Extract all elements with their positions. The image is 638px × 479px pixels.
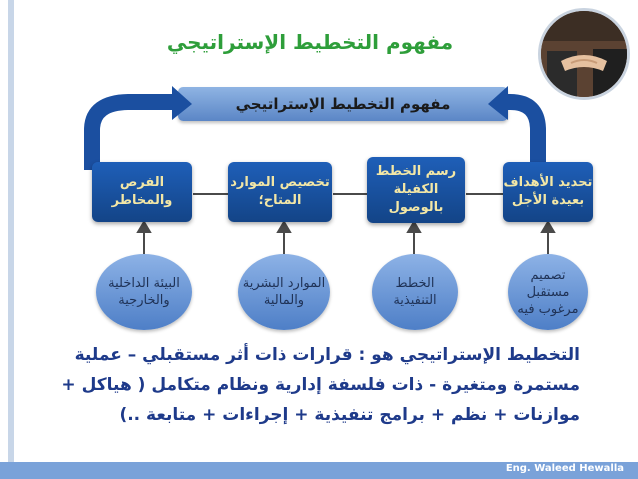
- oval-label: تصميم مستقبل مرغوب فيه: [517, 267, 579, 317]
- box-long-term-goals: تحديد الأهداف بعيدة الأجل: [503, 162, 593, 222]
- up-arrow-head: [540, 220, 556, 233]
- box-plans: رسم الخطط الكفيلة بالوصول: [367, 157, 465, 223]
- handshake-icon: [541, 11, 627, 97]
- up-arrow-head: [136, 220, 152, 233]
- oval-executive-plans: الخطط التنفيذية: [372, 254, 458, 330]
- left-decorative-bar: [8, 0, 14, 479]
- oval-future-design: تصميم مستقبل مرغوب فيه: [508, 254, 588, 330]
- up-arrow-head: [406, 220, 422, 233]
- definition-line: مستمرة ومتغيرة - ذات فلسفة إدارية ونظام …: [61, 375, 580, 395]
- up-arrow-head: [276, 220, 292, 233]
- oval-label: الموارد البشرية والمالية: [242, 276, 326, 308]
- box-opportunities-risks: الفرص والمخاطر: [92, 162, 192, 222]
- handshake-photo: [538, 8, 630, 100]
- curved-arrow-right: [506, 94, 546, 170]
- oval-label: البيئة الداخلية والخارجية: [108, 276, 180, 308]
- footer-author: Eng. Waleed Hewalla: [505, 463, 624, 474]
- footer-bar: [0, 462, 638, 479]
- box-resource-allocation: تخصيص الموارد المتاح؛: [228, 162, 332, 222]
- concept-box: مفهوم التخطيط الإستراتيجي: [178, 87, 508, 121]
- oval-resources: الموارد البشرية والمالية: [238, 254, 330, 330]
- slide-title: مفهوم التخطيط الإستراتيجي: [166, 30, 454, 54]
- definition-line: التخطيط الإستراتيجي هو : قرارات ذات أثر …: [74, 345, 580, 365]
- oval-label: الخطط التنفيذية: [393, 276, 437, 308]
- oval-environment: البيئة الداخلية والخارجية: [96, 254, 192, 330]
- curved-arrow-left: [84, 94, 172, 170]
- curved-arrow-right-head: [488, 86, 508, 120]
- box-label: الفرص والمخاطر: [111, 175, 173, 208]
- definition-line: موازنات + نظم + برامج تنفيذية + إجراءات …: [119, 405, 580, 425]
- box-label: تخصيص الموارد المتاح؛: [230, 175, 330, 208]
- definition-text: التخطيط الإستراتيجي هو : قرارات ذات أثر …: [60, 340, 580, 430]
- box-label: تحديد الأهداف بعيدة الأجل: [503, 175, 593, 208]
- box-label: رسم الخطط الكفيلة بالوصول: [375, 164, 457, 215]
- curved-arrow-left-head: [172, 86, 192, 120]
